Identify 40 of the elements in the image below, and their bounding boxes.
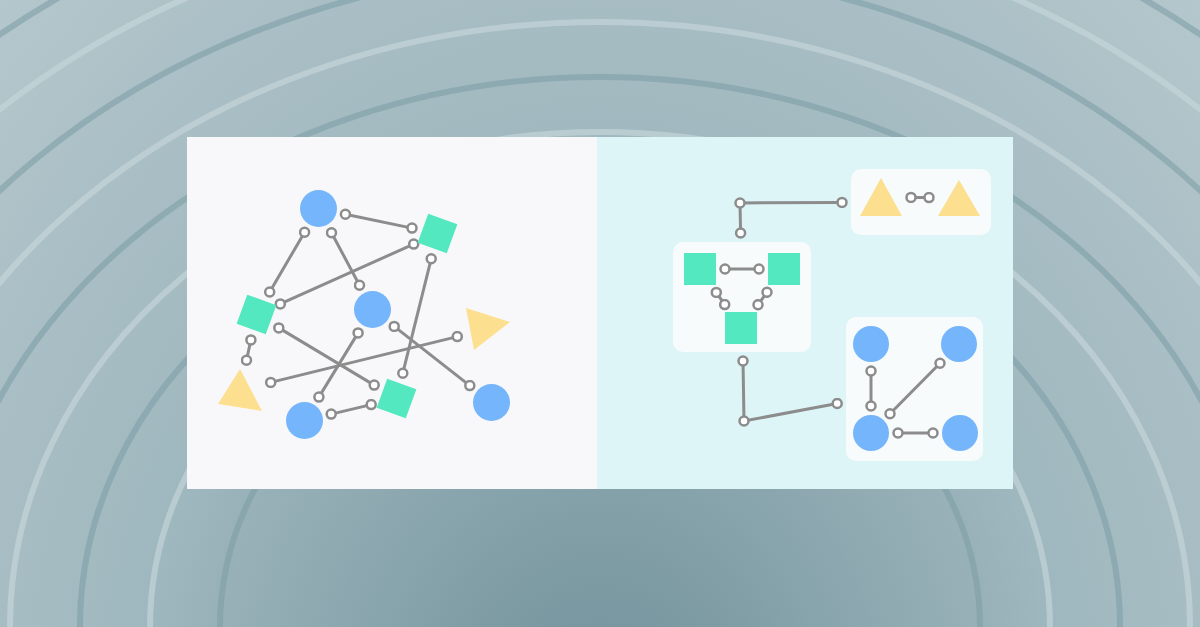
- circle-shape: [300, 190, 337, 227]
- circle-shape: [354, 291, 391, 328]
- connector-line: [325, 227, 366, 291]
- square-shape: [768, 253, 800, 285]
- square-shape: [725, 312, 757, 344]
- circle-shape: [286, 402, 323, 439]
- connector-line: [263, 226, 311, 298]
- card: [851, 169, 991, 235]
- connector-line: [737, 355, 843, 427]
- connector-line: [892, 427, 939, 439]
- connector-line: [734, 196, 848, 239]
- connector-line: [710, 286, 731, 311]
- connector-line: [388, 320, 476, 392]
- connector-line: [884, 357, 946, 420]
- connector-line: [313, 327, 364, 403]
- circle-shape: [473, 384, 510, 421]
- connector-line: [905, 191, 935, 204]
- square-shape: [684, 253, 716, 285]
- connector-line: [397, 253, 437, 379]
- card: [673, 242, 811, 352]
- circle-shape: [942, 415, 978, 451]
- circle-shape: [941, 326, 977, 362]
- triangle-shape: [938, 180, 980, 216]
- triangle-shape: [466, 308, 510, 350]
- circle-shape: [853, 326, 889, 362]
- card: [846, 317, 983, 461]
- connector-line: [274, 238, 420, 310]
- triangle-shape: [860, 178, 902, 216]
- triangle-shape: [218, 369, 262, 411]
- connector-line: [339, 208, 418, 234]
- circle-shape: [853, 415, 889, 451]
- connector-line: [325, 398, 377, 420]
- connector-line: [240, 334, 257, 366]
- connector-line: [752, 286, 773, 311]
- connector-line: [273, 322, 380, 391]
- panel: [597, 137, 1013, 489]
- connector-line: [264, 330, 464, 389]
- connector-line: [865, 365, 877, 412]
- connector-line: [719, 263, 765, 275]
- panel: [187, 137, 597, 489]
